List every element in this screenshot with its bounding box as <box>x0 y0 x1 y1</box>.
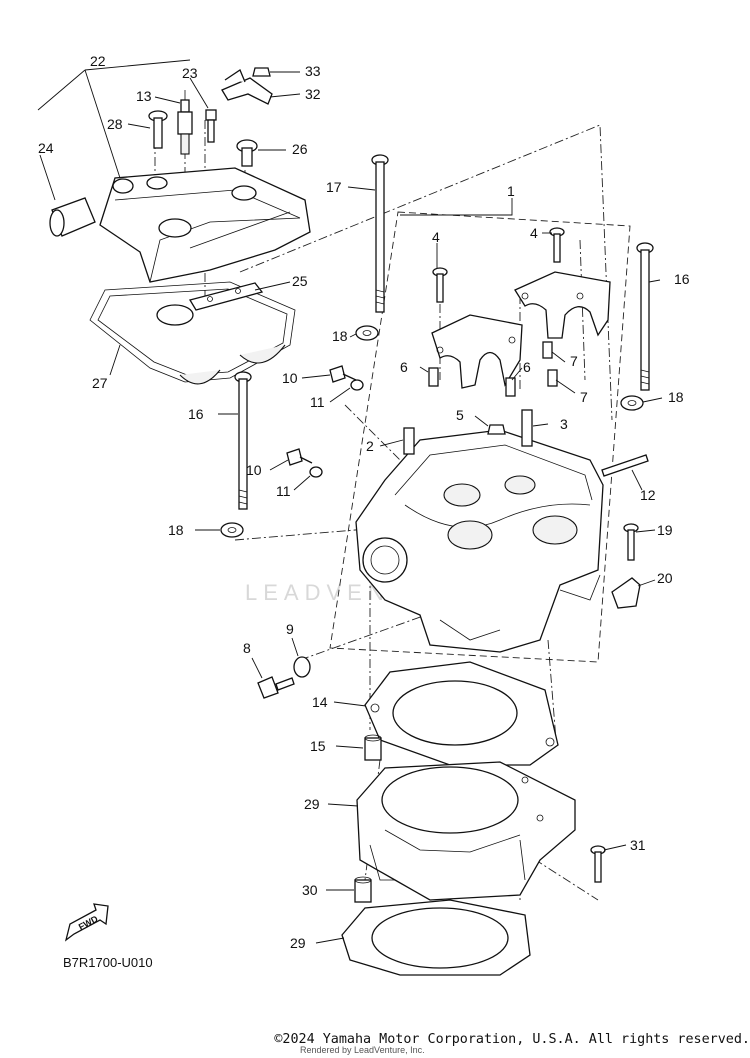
callout-18-top: 18 <box>332 328 348 344</box>
callout-20: 20 <box>657 570 673 586</box>
callout-32: 32 <box>305 86 321 102</box>
fwd-arrow-icon: FWD <box>64 903 109 942</box>
nut-33 <box>252 67 271 77</box>
stud-bolt-16-left <box>234 371 252 510</box>
bolt-22 <box>205 109 217 143</box>
washer-9 <box>293 656 311 678</box>
bracket <box>188 282 264 311</box>
cap-bolt-4-left <box>432 267 448 303</box>
callout-4-right: 4 <box>530 225 538 241</box>
callout-10-upper: 10 <box>282 370 298 386</box>
callout-7-upper: 7 <box>570 353 578 369</box>
head-gasket <box>364 661 559 766</box>
callout-3: 3 <box>560 416 568 432</box>
callout-7-lower: 7 <box>580 389 588 405</box>
washer-18-top <box>355 325 379 341</box>
callout-10-lower: 10 <box>246 462 262 478</box>
washer-11-upper <box>350 379 364 391</box>
callout-8: 8 <box>243 640 251 656</box>
washer-18-right <box>620 395 644 411</box>
callout-22: 23 <box>182 65 198 81</box>
callout-2: 2 <box>366 438 374 454</box>
rendered-by-note: Rendered by LeadVenture, Inc. <box>300 1045 425 1055</box>
callout-9: 9 <box>286 621 294 637</box>
callout-18-right: 18 <box>668 389 684 405</box>
callout-6-right: 6 <box>523 359 531 375</box>
callout-1: 1 <box>507 183 515 199</box>
plug <box>49 197 96 237</box>
callout-19: 19 <box>657 522 673 538</box>
bolt-8 <box>257 676 295 699</box>
bolt-31 <box>590 845 606 883</box>
base-gasket <box>341 899 531 976</box>
callout-12: 12 <box>640 487 656 503</box>
valve-parts <box>403 409 533 455</box>
callout-30: 30 <box>302 882 318 898</box>
callout-29: 29 <box>290 935 306 951</box>
callout-21: 22 <box>90 53 106 69</box>
bolt-27 <box>148 110 168 149</box>
diagram-code: B7R1700-U010 <box>63 955 153 970</box>
callout-26: 26 <box>292 141 308 157</box>
stud-bolt-16-right <box>636 242 654 391</box>
callout-25: 27 <box>92 375 108 391</box>
callout-16-right: 16 <box>674 271 690 287</box>
leader-lines <box>37 59 663 944</box>
bolt-10-lower <box>286 448 313 466</box>
callout-14: 14 <box>312 694 328 710</box>
camshaft-cap-right <box>514 271 611 339</box>
cover-gasket <box>89 281 296 385</box>
callout-13: 13 <box>136 88 152 104</box>
callout-27: 28 <box>107 116 123 132</box>
callout-4-left: 4 <box>432 229 440 245</box>
callout-33: 33 <box>305 63 321 79</box>
dowel-pins <box>428 341 558 397</box>
dowel-30 <box>354 876 372 903</box>
callout-17: 17 <box>326 179 342 195</box>
washer-18-left <box>220 522 244 538</box>
cylinder-head-cover <box>99 167 311 283</box>
copyright-notice: ©2024 Yamaha Motor Corporation, U.S.A. A… <box>274 1032 750 1047</box>
bolt-26 <box>236 139 258 167</box>
guide <box>221 69 273 105</box>
washer-11-lower <box>309 466 323 478</box>
spark-plug <box>177 90 193 155</box>
callout-31: 31 <box>630 837 646 853</box>
dowel-15 <box>364 734 382 761</box>
cylinder-head <box>355 429 604 653</box>
camshaft-cap-left <box>431 314 523 389</box>
callout-labels: 22 23 33 32 13 28 26 24 17 1 4 4 25 16 1… <box>38 53 690 970</box>
callout-16-left: 16 <box>188 406 204 422</box>
callout-6-left: 6 <box>400 359 408 375</box>
callout-5: 5 <box>456 407 464 423</box>
plate-20 <box>611 577 641 609</box>
callout-18-left: 18 <box>168 522 184 538</box>
bolt-10-upper <box>329 365 357 383</box>
bolt-19 <box>623 523 639 561</box>
stud-bolt-12 <box>601 454 649 477</box>
cap-bolt-4-right <box>549 227 565 263</box>
callout-15: 15 <box>310 738 326 754</box>
callout-24: 25 <box>292 273 308 289</box>
callout-11-upper: 11 <box>310 394 325 410</box>
cylinder <box>356 761 576 901</box>
callout-11-lower: 11 <box>276 483 291 499</box>
stud-bolt-17 <box>371 154 389 313</box>
callout-28: 29 <box>304 796 320 812</box>
callout-23: 24 <box>38 140 54 156</box>
